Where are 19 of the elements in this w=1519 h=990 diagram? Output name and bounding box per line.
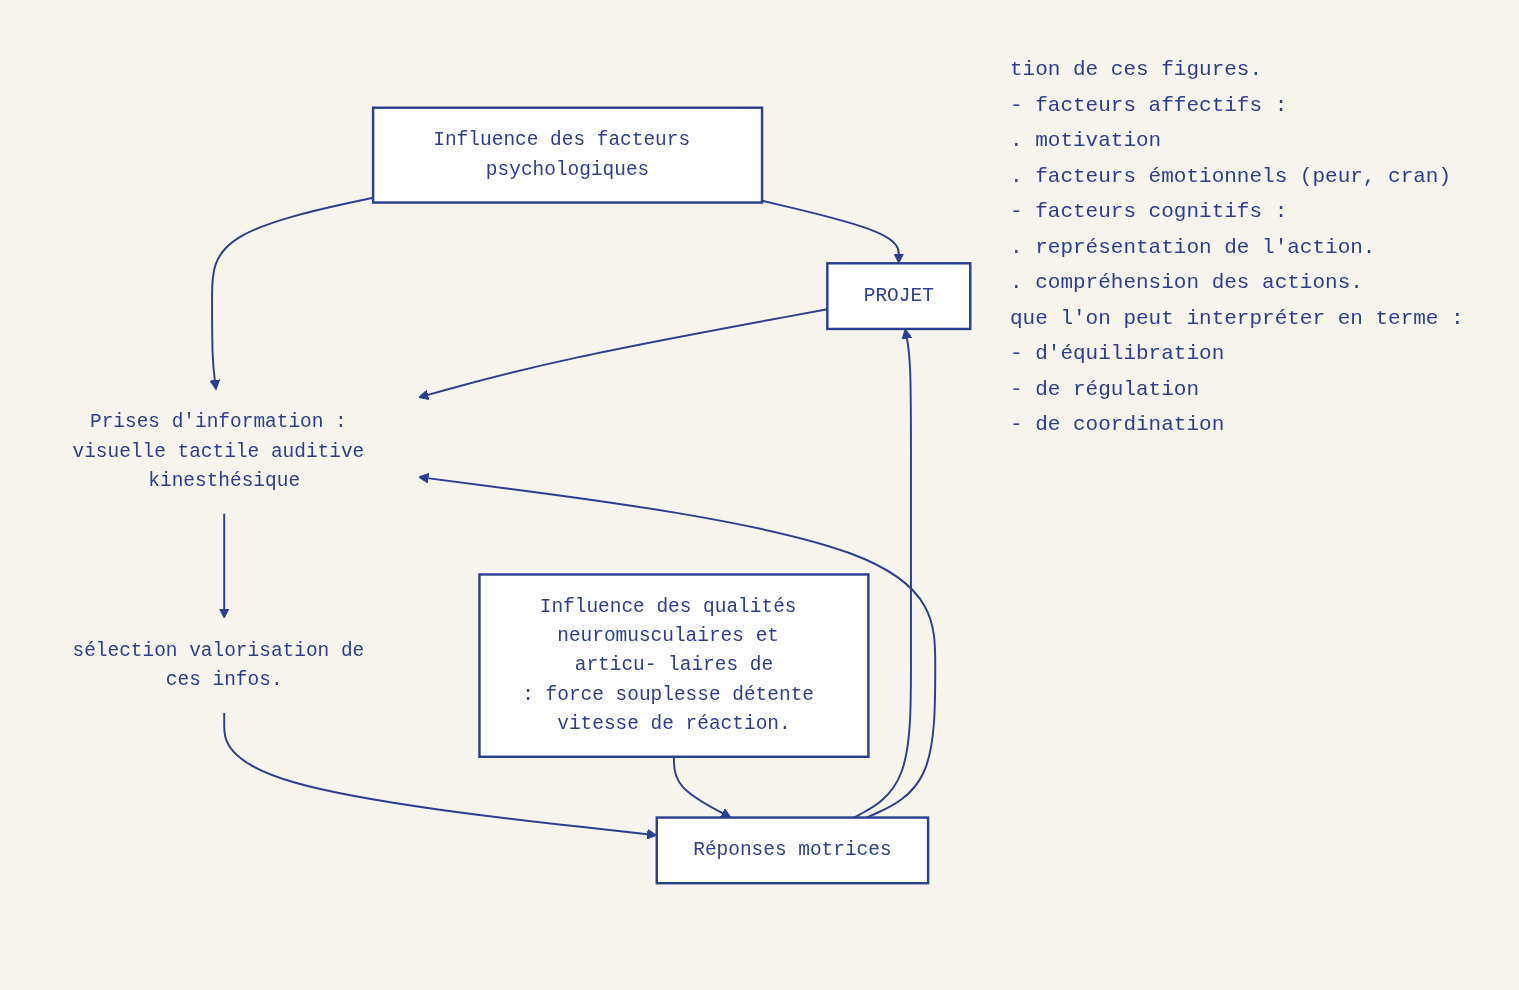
note-text: . représentation de l'action. [1010, 234, 1377, 261]
note-text: - de régulation [1010, 376, 1201, 403]
node-box: PROJET [826, 261, 972, 330]
note-text: . compréhension des actions. [1010, 270, 1364, 296]
arrow [209, 196, 375, 390]
note-text: . motivation [1010, 128, 1163, 154]
note-text: - facteurs affectifs : [1010, 92, 1289, 119]
node-box: Influence des qualités neuromusculaires et articu- laires de : force souplesse détente vitesse de réaction. [478, 572, 870, 758]
note-text: . facteurs émotionnels (peur, cran) [1010, 163, 1453, 190]
note-text: - d'équilibration [1010, 341, 1226, 367]
node-text: Prises d'information : visuelle tactile auditive kinesthésique [72, 411, 365, 492]
node-text: sélection valorisation de ces infos. [72, 639, 365, 691]
note-text: tion de ces figures. [1010, 57, 1264, 83]
node-box: Réponses motrices [655, 815, 930, 884]
note-text: - facteurs cognitifs : [1010, 199, 1289, 225]
node-box: Influence des facteurs psychologiques [371, 106, 764, 204]
arrow [218, 512, 230, 619]
note-text: que l'on peut interpréter en terme : [1010, 305, 1465, 332]
note-text: - de coordination [1010, 412, 1226, 438]
